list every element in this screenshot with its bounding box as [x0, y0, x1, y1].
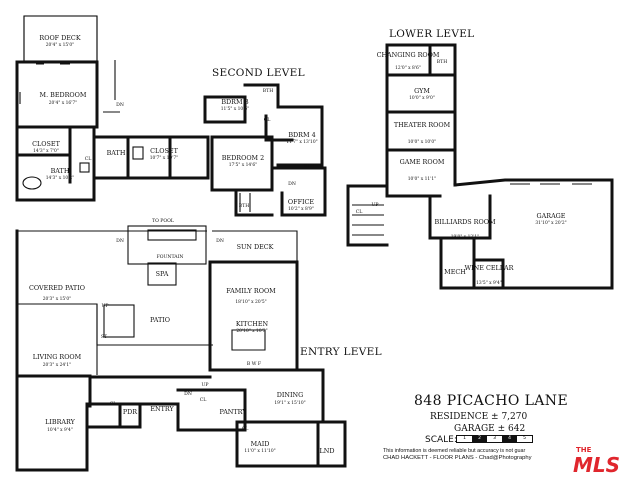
bth-tag-3: BTH [239, 203, 249, 209]
closet-main-dim: 14'3" x 7'0" [33, 149, 59, 154]
spa-label: SPA [156, 270, 169, 278]
closet-main-label: CLOSET [32, 140, 60, 148]
theater-room-label: THEATER ROOM [394, 121, 451, 129]
property-title: 848 PICACHO LANE [414, 393, 569, 409]
bth-tag-lower: BTH [437, 59, 447, 65]
up-tag-2: UP [202, 382, 209, 388]
gym-label: GYM [414, 87, 430, 95]
library-label: LIBRARY [45, 418, 76, 426]
entry-label: ENTRY [150, 405, 174, 413]
kitchen-label: KITCHEN [236, 320, 269, 328]
bath-center-label: BATH [107, 149, 126, 157]
bth-tag-2: BTH [304, 163, 314, 169]
family-room-label: FAMILY ROOM [226, 287, 276, 295]
bdrm4-label: BDRM 4 [288, 131, 315, 139]
mech-label: MECH [444, 268, 466, 276]
scale-mark-1: 1 [463, 436, 466, 441]
theater-room-dim: 10'0" x 10'0" [408, 140, 436, 145]
cl-tag-2: CL [85, 156, 92, 162]
roof-deck-dim: 20'4" x 15'0" [46, 43, 74, 48]
disclaimer-text: This information is deemed reliable but … [383, 448, 526, 454]
gym-dim: 10'0" x 9'0" [409, 96, 435, 101]
cl-tag-1: CL [264, 117, 271, 123]
sun-deck-label: SUN DECK [237, 243, 274, 251]
billiards-room-label: BILLIARDS ROOM [434, 218, 495, 226]
bwf-tag: B W F [247, 361, 261, 367]
bdrm3-label: BDRM 3 [221, 98, 248, 106]
cl-tag-5: CL [242, 426, 249, 432]
dn-tag-1: DN [116, 102, 124, 108]
family-room-dim: 18'10" x 20'5" [235, 300, 266, 305]
closet-center-label: CLOSET [150, 147, 178, 155]
covered-patio-label: COVERED PATIO [29, 284, 85, 292]
game-room-label: GAME ROOM [400, 158, 445, 166]
m-bedroom-label: M. BEDROOM [40, 91, 87, 99]
dining-label: DINING [277, 391, 303, 399]
scale-mark-5: 5 [523, 436, 526, 441]
scale-mark-4: 4 [502, 436, 517, 442]
bedroom2-dim: 17'5" x 14'6" [229, 163, 257, 168]
mls-logo-small-text: THE [576, 446, 592, 454]
game-room-dim: 10'0" x 11'1" [408, 177, 436, 182]
dn-tag-5: DN [184, 391, 192, 397]
garage-room-label: GARAGE [537, 212, 566, 220]
garage-area: GARAGE ± 642 [454, 424, 526, 434]
up-tag-entry: UP [102, 303, 109, 309]
covered-patio-dim: 20'3" x 15'0" [43, 297, 71, 302]
scale-mark-2: 2 [472, 436, 487, 442]
wine-cellar-dim: 13'5" x 9'4" [476, 281, 502, 286]
library-dim: 10'4" x 9'4" [47, 428, 73, 433]
lnd-label: LND [320, 447, 335, 455]
lower-level-plan [346, 43, 614, 290]
entry-level-label: ENTRY LEVEL [300, 346, 382, 358]
living-room-dim: 20'3" x 24'1" [43, 363, 71, 368]
m-bedroom-dim: 20'4" x 16'7" [49, 101, 77, 106]
pantry-label: PANTRY [219, 408, 247, 416]
bath-main-dim: 14'3" x 10'2" [46, 176, 74, 181]
second-level-label: SECOND LEVEL [212, 67, 305, 79]
cl-tag-lower: CL [356, 209, 363, 215]
bdrm3-dim: 11'5" x 10'6" [221, 107, 249, 112]
kitchen-dim: 20'10" x 10'3" [236, 329, 267, 334]
dn-tag-3: DN [116, 238, 124, 244]
patio-label: PATIO [150, 316, 170, 324]
st-tag: ST [101, 334, 108, 340]
billiards-room-dim: 19'0" x 12'1" [451, 235, 479, 240]
mls-logo: THE MLS [573, 446, 620, 477]
up-tag-lower: UP [372, 202, 379, 208]
wine-cellar-label: WINE CELLAR [465, 264, 514, 272]
cl-tag-4: CL [200, 397, 207, 403]
scale-bar: 1 2 3 4 5 [456, 435, 533, 443]
bth-tag-1: BTH [263, 88, 273, 94]
cl-tag-3: CL [110, 401, 117, 407]
changing-room-dim: 12'0" x 8'6" [395, 66, 421, 71]
dining-dim: 19'1" x 15'10" [274, 401, 305, 406]
bedroom2-label: BEDROOM 2 [222, 154, 264, 162]
fountain-label: FOUNTAIN [157, 254, 184, 260]
photographer-credit: CHAD HACKETT - FLOOR PLANS - Chad@Photog… [383, 455, 532, 461]
to-pool-label: TO POOL [152, 218, 174, 224]
garage-room-dim: 31'10" x 20'2" [535, 221, 566, 226]
living-room-label: LIVING ROOM [33, 353, 82, 361]
maid-dim: 11'0" x 11'10" [244, 449, 275, 454]
lower-level-label: LOWER LEVEL [389, 28, 474, 40]
entry-level-plan [15, 225, 347, 472]
pdr-label: PDR [123, 408, 137, 416]
scale-label: SCALE: [425, 435, 457, 445]
bath-main-label: BATH [51, 167, 70, 175]
bdrm4-dim: 11'7" x 13'10" [286, 140, 317, 145]
closet-center-dim: 10'7" x 10'7" [150, 156, 178, 161]
dn-tag-4: DN [216, 238, 224, 244]
dn-tag-2: DN [288, 181, 296, 187]
office-label: OFFICE [288, 198, 315, 206]
office-dim: 10'2" x 8'9" [288, 207, 314, 212]
second-level-plan [15, 15, 327, 217]
scale-mark-3: 3 [493, 436, 496, 441]
changing-room-label: CHANGING ROOM [377, 51, 440, 59]
residence-area: RESIDENCE ± 7,270 [430, 412, 528, 422]
roof-deck-label: ROOF DECK [39, 34, 80, 42]
mls-logo-main-text: MLS [573, 453, 620, 477]
maid-label: MAID [251, 440, 270, 448]
